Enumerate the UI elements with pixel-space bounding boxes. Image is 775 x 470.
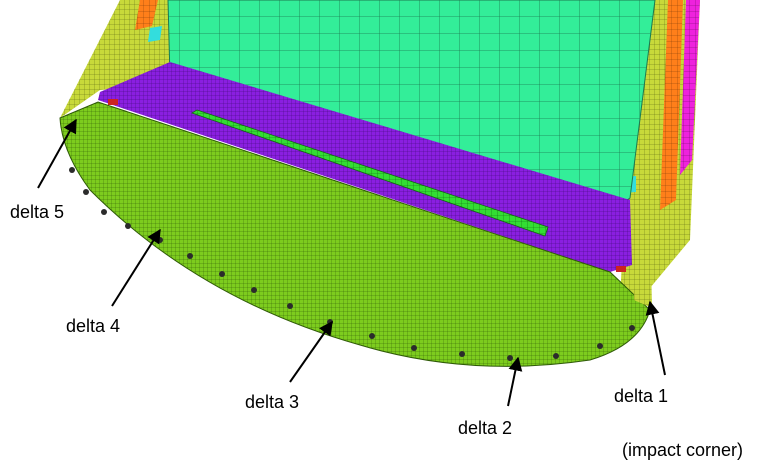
label-delta-4: delta 4: [66, 316, 121, 336]
arrow-delta4: [111, 228, 161, 307]
red-marker-left: [108, 99, 118, 105]
label-delta-3: delta 3: [245, 392, 300, 412]
label-impact-corner: (impact corner): [622, 440, 744, 460]
arrow-delta3: [289, 320, 333, 383]
label-delta-1: delta 1: [614, 386, 669, 406]
left-frame: [60, 0, 175, 118]
arrows: [37, 118, 666, 407]
green-strip: [191, 109, 549, 237]
label-delta-2: delta 2: [458, 418, 513, 438]
red-marker-right: [616, 266, 626, 272]
arrow-delta1: [645, 300, 666, 376]
bolt-holes: [69, 167, 635, 361]
arrow-delta5: [37, 118, 77, 189]
end-cap: [59, 101, 651, 367]
corner-post-right: [632, 200, 652, 308]
label-delta-5: delta 5: [10, 202, 65, 222]
arrow-delta2: [507, 356, 523, 407]
